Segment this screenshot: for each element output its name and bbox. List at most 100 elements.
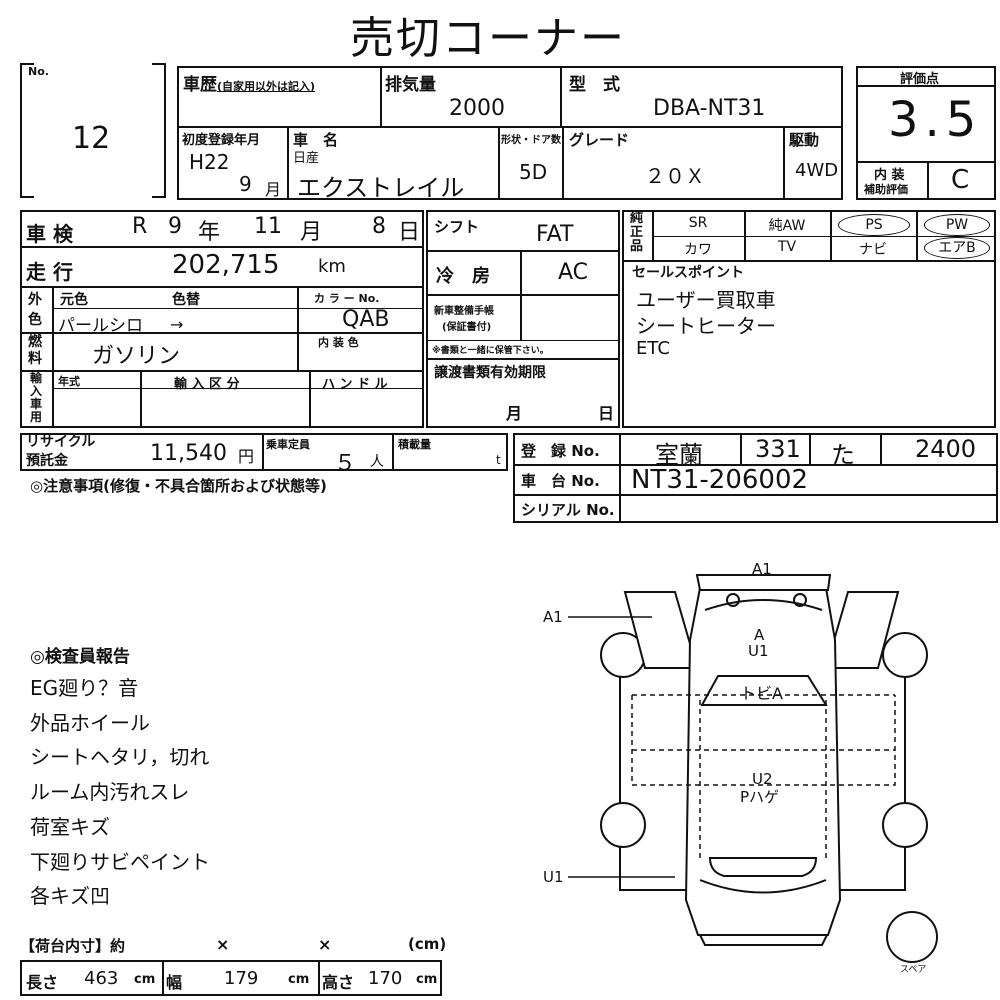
- diagram-label-u1-hood: U1: [748, 642, 769, 660]
- registration-number: 2400: [915, 435, 977, 463]
- serial-label: シリアル No.: [521, 501, 615, 519]
- inspection-box: 車 検 R 9 年 11 月 8 日 走 行 202,715 km 外色 元色 …: [20, 210, 424, 428]
- transfer-month: 月: [506, 404, 523, 423]
- car-name-value: エクストレイル: [297, 174, 465, 202]
- doors-label: 形状・ドア数: [501, 135, 561, 146]
- shift-label: シフト: [434, 218, 480, 236]
- page-title: 売切コーナー: [350, 13, 626, 64]
- sales-point-2: シートヒーター: [636, 314, 776, 338]
- manual-note: ※書類と一緒に保管下さい。: [432, 346, 549, 356]
- cargo-height-unit: cm: [416, 972, 438, 987]
- notes-label: ◎注意事項(修復・不具合箇所および状態等): [30, 477, 327, 495]
- load-label: 積載量: [398, 438, 431, 451]
- transfer-day: 日: [598, 404, 615, 423]
- recycle-label-2: 預託金: [26, 453, 68, 469]
- cargo-header: 【荷台内寸】約: [20, 937, 126, 955]
- equipment-label: 純正品: [630, 211, 644, 254]
- registration-box: 登 録 No. 室蘭 331 た 2400 車 台 No. NT31-20600…: [513, 433, 998, 523]
- cargo-width-unit: cm: [288, 972, 310, 987]
- repaint-label: 色替: [172, 292, 200, 308]
- interior-color-label: 内 装 色: [318, 336, 359, 349]
- displacement-value: 2000: [449, 96, 505, 121]
- grade-label: グレード: [569, 131, 630, 149]
- orig-color-label: 元色: [60, 292, 88, 308]
- diagram-label-a1-left: A1: [543, 608, 563, 626]
- first-reg-month: 9: [239, 172, 252, 196]
- manual-label: 新車整備手帳: [434, 306, 494, 317]
- sales-point-3: ETC: [636, 338, 670, 359]
- cargo-length-label: 長さ: [26, 973, 59, 992]
- inspector-item-6: 下廻りサビペイント: [30, 850, 210, 874]
- drive-value: 4WD: [795, 160, 839, 181]
- equipment-tv: TV: [777, 239, 797, 255]
- inspection-day: 8: [372, 214, 386, 239]
- cargo-length-unit: cm: [134, 972, 156, 987]
- chassis-value: NT31-206002: [631, 465, 809, 495]
- cargo-length: 463: [84, 968, 119, 989]
- first-reg-month-unit: 月: [265, 180, 282, 199]
- mileage-label: 走 行: [26, 260, 73, 284]
- import-type-label: 輸 入 区 分: [174, 377, 240, 392]
- inspector-label: ◎検査員報告: [30, 647, 130, 667]
- cargo-height: 170: [368, 968, 403, 989]
- inspector-item-2: 外品ホイール: [30, 711, 150, 735]
- capacity-label: 乗車定員: [266, 438, 310, 451]
- repaint-arrow: →: [170, 315, 184, 334]
- inspection-day-unit: 日: [398, 220, 421, 245]
- first-reg-label: 初度登録年月: [182, 133, 261, 148]
- inspection-label: 車 検: [26, 222, 73, 246]
- cargo-width-label: 幅: [166, 973, 183, 992]
- cargo-height-label: 高さ: [322, 973, 355, 992]
- sales-points-label: セールスポイント: [632, 265, 744, 281]
- recycle-value: 11,540: [150, 441, 227, 466]
- model-label: 型 式: [569, 75, 620, 95]
- lot-box: No. 12: [20, 63, 166, 198]
- equipment-ps-circled: PS: [838, 214, 910, 236]
- cargo-unit: (cm): [408, 935, 447, 953]
- lot-number: 12: [72, 121, 111, 156]
- equipment-sr: SR: [688, 215, 708, 231]
- registration-area: 室蘭: [655, 441, 703, 469]
- displacement-label: 排気量: [385, 75, 436, 95]
- interior-label: 内 装: [874, 168, 905, 183]
- aircon-label: 冷 房: [436, 266, 490, 287]
- inspection-era: R: [132, 214, 148, 239]
- manual-label-2: (保証書付): [442, 322, 492, 333]
- diagram-label-a: A: [754, 626, 765, 644]
- score-box: 評価点 3.5 内 装 補助評価 C: [856, 66, 996, 200]
- import-label: 輸入車用: [30, 371, 43, 424]
- inspection-year-unit: 年: [198, 220, 221, 245]
- capacity-unit: 人: [370, 454, 384, 470]
- inspector-item-7: 各キズ凹: [30, 884, 110, 908]
- inspection-year: 9: [168, 214, 182, 239]
- drive-label: 駆動: [789, 131, 820, 149]
- diagram-label-a1-top: A1: [752, 560, 772, 578]
- diagram-spare-label: スペア: [900, 965, 927, 975]
- chassis-label: 車 台 No.: [521, 472, 600, 490]
- equipment-aw: 純AW: [768, 218, 806, 234]
- load-unit: t: [496, 453, 501, 467]
- model-value: DBA-NT31: [653, 96, 766, 121]
- inspection-month-unit: 月: [300, 220, 323, 245]
- shift-box: シフト FAT 冷 房 AC 新車整備手帳 (保証書付) ※書類と一緒に保管下さ…: [426, 210, 620, 428]
- aircon-value: AC: [558, 260, 589, 285]
- capacity-value: ５: [334, 451, 357, 476]
- equipment-leather: カワ: [684, 242, 712, 258]
- cargo-box: 長さ 463 cm 幅 179 cm 高さ 170 cm: [20, 960, 442, 996]
- transfer-label: 譲渡書類有効期限: [434, 365, 546, 381]
- diagram-label-u2: U2: [752, 770, 773, 788]
- registration-class: 331: [755, 435, 801, 463]
- history-label: 車歴(自家用以外は記入): [183, 75, 316, 95]
- color-no-label: カ ラ ー No.: [314, 292, 380, 305]
- recycle-box: リサイクル 預託金 11,540 円 乗車定員 ５ 人 積載量 t: [20, 433, 508, 476]
- lot-no-label: No.: [28, 65, 49, 78]
- score-value: 3.5: [888, 92, 983, 148]
- inspector-item-3: シートヘタリ，切れ: [30, 745, 210, 769]
- cargo-width: 179: [224, 968, 259, 989]
- inspector-item-1: EG廻り？音: [30, 676, 139, 700]
- exterior-label: 外色: [28, 292, 42, 328]
- car-damage-diagram: [568, 574, 938, 963]
- equipment-box: 純正品 SR 純AW PS PW カワ TV ナビ エアB セールスポイント ユ…: [622, 210, 996, 428]
- shift-value: FAT: [536, 222, 574, 247]
- fuel-label: 燃料: [28, 334, 42, 367]
